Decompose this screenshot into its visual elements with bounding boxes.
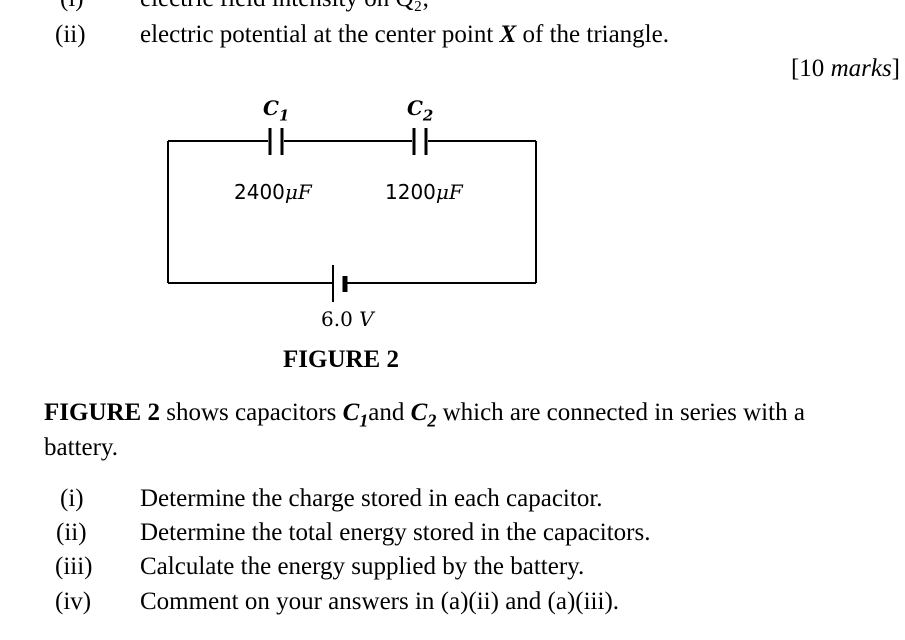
question-number: (i) bbox=[60, 485, 84, 512]
question-text: Comment on your answers in (a)(ii) and (… bbox=[140, 588, 620, 615]
item-number: (i) bbox=[60, 0, 84, 14]
battery-voltage: 6.0 V bbox=[321, 307, 374, 331]
question-number: (iii) bbox=[55, 553, 93, 580]
figure-caption: FIGURE 2 bbox=[283, 346, 399, 373]
question-text: Determine the charge stored in each capa… bbox=[140, 485, 603, 512]
capacitor-c2 bbox=[412, 128, 428, 155]
item-text: electric field intensity on Q₂; bbox=[140, 0, 429, 14]
question-number: (ii) bbox=[56, 519, 87, 546]
paragraph-line-1: FIGURE 2 shows capacitors C1and C2 which… bbox=[44, 399, 805, 431]
question-number: (iv) bbox=[55, 588, 92, 615]
c2-label: C2 bbox=[407, 96, 434, 125]
item-text: electric potential at the center point X… bbox=[140, 21, 669, 48]
marks-label: [10 marks] bbox=[790, 55, 900, 82]
c1-label: C1 bbox=[263, 96, 290, 125]
question-text: Calculate the energy supplied by the bat… bbox=[140, 553, 585, 580]
capacitor-c1 bbox=[268, 128, 284, 155]
question-text: Determine the total energy stored in the… bbox=[140, 519, 651, 546]
battery-symbol bbox=[332, 265, 348, 302]
paragraph-line-2: battery. bbox=[44, 434, 119, 461]
c2-value: 1200μF bbox=[385, 180, 463, 204]
c1-value: 2400μF bbox=[234, 180, 312, 204]
item-number: (ii) bbox=[55, 21, 86, 48]
